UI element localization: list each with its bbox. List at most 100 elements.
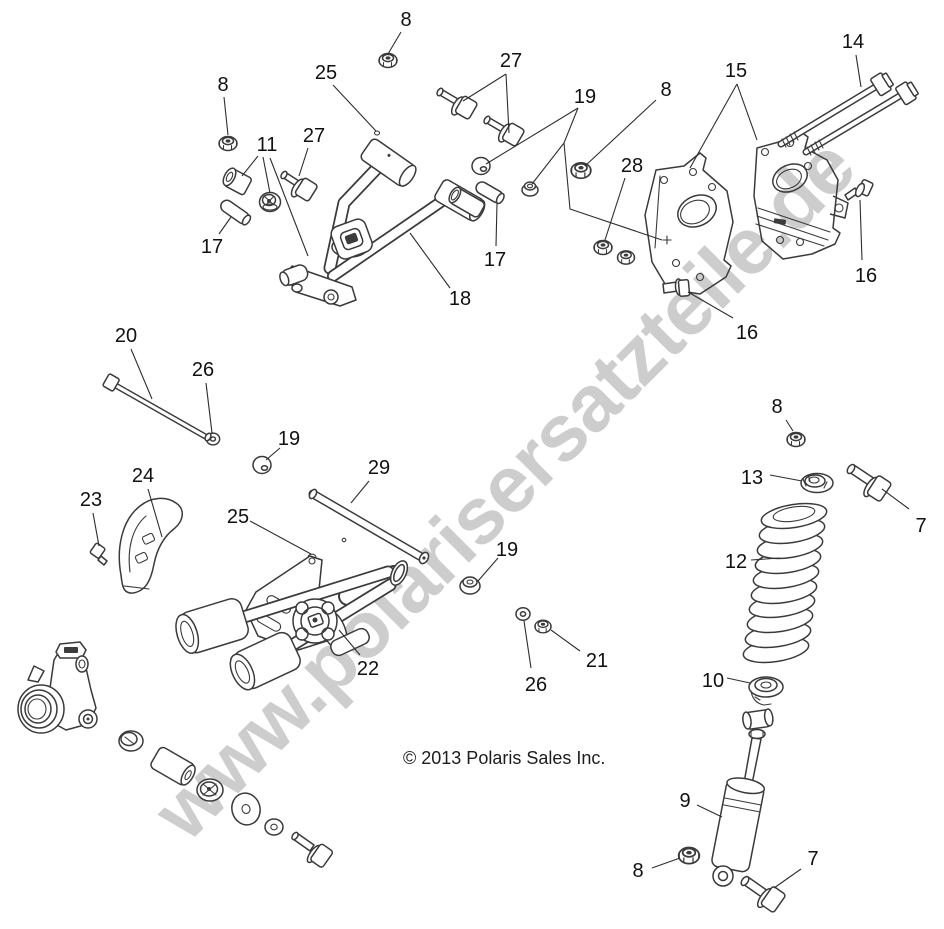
leader-line-18-7 xyxy=(409,232,451,289)
leader-line-25-21 xyxy=(249,520,312,555)
leader-line-8-0 xyxy=(387,31,402,55)
part-bolt-16-lower xyxy=(662,278,691,297)
callout-21-26: 21 xyxy=(586,650,608,672)
callout-28-10: 28 xyxy=(621,155,643,177)
leader-line-9-32 xyxy=(696,804,723,818)
callout-22-23: 22 xyxy=(357,658,379,680)
leader-line-27-5 xyxy=(298,147,309,177)
leader-line-11-4 xyxy=(269,157,309,257)
leader-line-12-30 xyxy=(750,557,781,561)
leader-line-13-28 xyxy=(769,474,803,482)
callout-26-17: 26 xyxy=(192,359,214,381)
callout-13-28: 13 xyxy=(741,467,763,489)
callout-8-3: 8 xyxy=(217,74,228,96)
leader-line-16-14 xyxy=(687,291,734,319)
part-bushings-19 xyxy=(252,156,539,595)
callout-25-21: 25 xyxy=(227,506,249,528)
leader-line-16-13 xyxy=(859,199,863,261)
leader-line-26-25 xyxy=(523,620,532,669)
leader-line-29-22 xyxy=(350,480,370,504)
leader-line-24-19 xyxy=(147,488,163,538)
callout-10-31: 10 xyxy=(702,670,724,692)
part-long-bolts xyxy=(777,72,919,156)
leader-line-11-4 xyxy=(241,155,259,177)
callout-19-24: 19 xyxy=(496,539,518,561)
callout-20-16: 20 xyxy=(115,325,137,347)
leader-line-28-10 xyxy=(604,177,626,241)
leader-line-19-8 xyxy=(485,107,579,165)
leader-line-11-4 xyxy=(262,156,271,194)
callout-8-33: 8 xyxy=(632,860,643,882)
callout-8-27: 8 xyxy=(771,396,782,418)
callout-18-7: 18 xyxy=(449,288,471,310)
callout-7-29: 7 xyxy=(915,515,926,537)
part-hub-hardware xyxy=(118,730,334,868)
leader-line-8-9 xyxy=(584,99,657,167)
callout-19-8: 19 xyxy=(574,86,596,108)
callout-23-20: 23 xyxy=(80,489,102,511)
callout-27-5: 27 xyxy=(303,125,325,147)
part-bolts-27 xyxy=(280,87,525,202)
leader-line-10-31 xyxy=(726,677,751,684)
parts-layer xyxy=(17,52,919,913)
part-spring-retainer xyxy=(800,472,834,494)
part-guard-24 xyxy=(118,497,183,594)
leader-line-8-33 xyxy=(651,857,681,869)
leader-line-19-24 xyxy=(477,557,499,582)
callout-19-18: 19 xyxy=(278,428,300,450)
leader-line-8-27 xyxy=(785,419,794,432)
callout-15-11: 15 xyxy=(725,60,747,82)
callout-9-32: 9 xyxy=(679,790,690,812)
leader-line-21-26 xyxy=(550,629,581,652)
leader-line-19-8 xyxy=(563,142,663,241)
leader-line-8-3 xyxy=(223,96,229,136)
callout-27-2: 27 xyxy=(500,50,522,72)
part-bracket-left xyxy=(644,152,734,295)
leader-line-20-16 xyxy=(130,348,153,400)
part-rod-29 xyxy=(307,488,430,565)
callout-12-30: 12 xyxy=(725,551,747,573)
leader-line-26-17 xyxy=(205,382,213,434)
callout-25-1: 25 xyxy=(315,62,337,84)
part-bushings-11 xyxy=(222,167,282,213)
callout-14-12: 14 xyxy=(842,31,864,53)
leader-line-19-18 xyxy=(265,447,281,461)
part-bolt-7-upper xyxy=(846,463,892,502)
leader-line-27-2 xyxy=(462,73,507,102)
leader-line-7-29 xyxy=(881,488,910,510)
part-bolt-7-lower xyxy=(740,875,786,913)
leader-line-22-23 xyxy=(338,629,361,656)
callout-8-0: 8 xyxy=(400,9,411,31)
part-bolt-23 xyxy=(89,542,108,566)
part-pins-17 xyxy=(220,181,505,226)
part-bolt-16-right xyxy=(844,179,874,201)
copyright-text: © 2013 Polaris Sales Inc. xyxy=(403,748,605,768)
leader-line-23-20 xyxy=(92,512,100,547)
part-knuckle xyxy=(17,641,98,734)
part-spring xyxy=(742,502,828,664)
callout-11-4: 11 xyxy=(257,134,278,156)
part-swingarm-assembly xyxy=(175,555,409,691)
callout-16-14: 16 xyxy=(736,322,758,344)
callout-17-6: 17 xyxy=(201,236,223,258)
leader-line-15-11 xyxy=(689,83,738,169)
leader-line-25-1 xyxy=(332,84,377,132)
callout-24-19: 24 xyxy=(132,465,154,487)
leader-line-27-2 xyxy=(505,73,510,134)
callout-8-9: 8 xyxy=(660,79,671,101)
leader-line-15-11 xyxy=(736,83,758,141)
part-spring-seat xyxy=(748,676,784,706)
callout-26-25: 26 xyxy=(525,674,547,696)
leader-line-17-15 xyxy=(495,202,498,247)
leader-line-17-6 xyxy=(218,216,232,235)
leader-line-14-12 xyxy=(855,54,862,88)
part-upper-a-arm xyxy=(279,130,486,307)
callout-7-34: 7 xyxy=(807,848,818,870)
part-rod-20 xyxy=(102,373,212,442)
leader-line-7-34 xyxy=(773,868,802,889)
callout-16-13: 16 xyxy=(855,265,877,287)
callout-29-22: 29 xyxy=(368,457,390,479)
